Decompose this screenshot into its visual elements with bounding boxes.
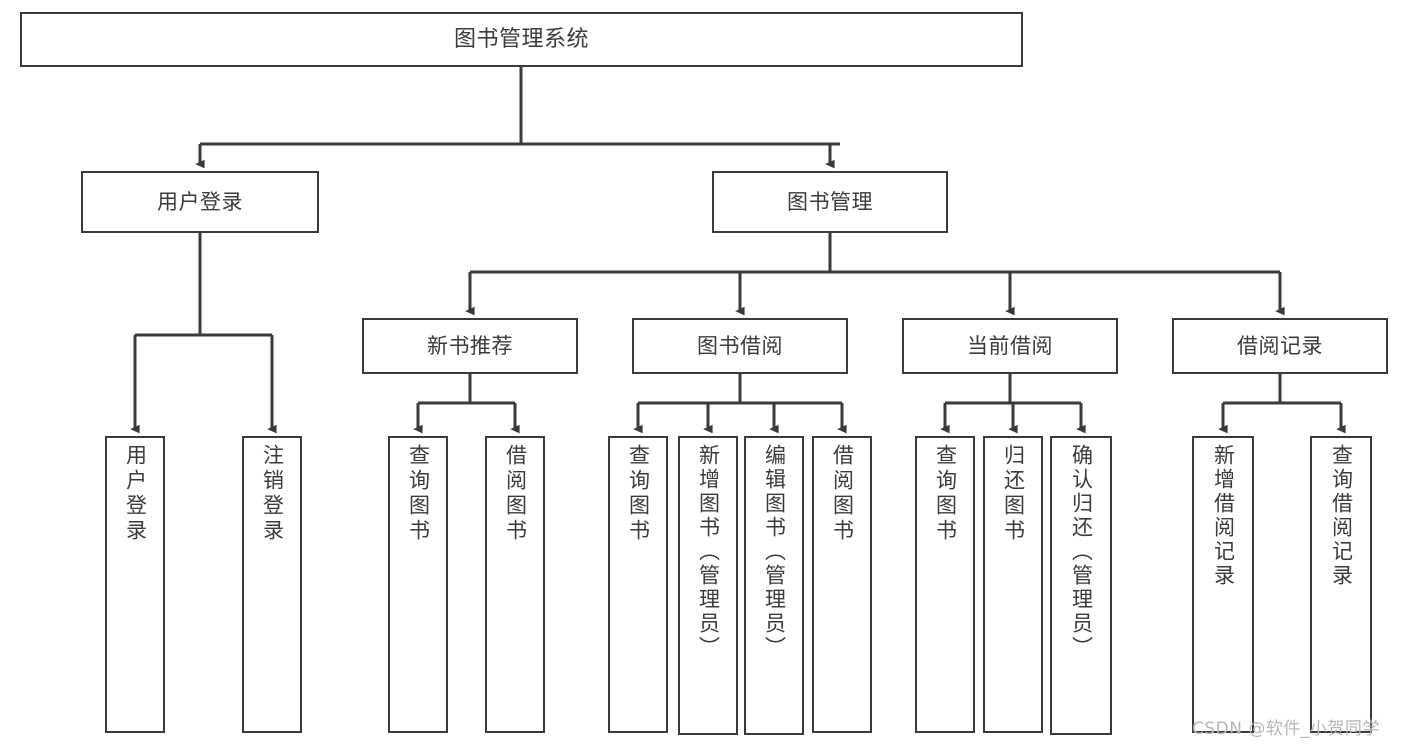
node-leaf-logout[interactable]: 注销登录 xyxy=(242,436,302,733)
node-leaf-confirm-return-admin[interactable]: 确认归还（管理员） xyxy=(1050,436,1112,735)
node-book-borrow[interactable]: 图书借阅 xyxy=(632,318,848,374)
node-leaf-query-book-recommend[interactable]: 查询图书 xyxy=(388,436,448,733)
node-leaf-user-login[interactable]: 用户登录 xyxy=(105,436,165,733)
node-root-book-management-system[interactable]: 图书管理系统 xyxy=(20,12,1023,67)
node-label: 借阅记录 xyxy=(1237,333,1323,358)
node-label: 查询图书 xyxy=(626,444,651,544)
node-leaf-edit-book-admin[interactable]: 编辑图书（管理员） xyxy=(744,436,804,735)
node-label: 新增借阅记录 xyxy=(1211,444,1236,588)
node-user-login[interactable]: 用户登录 xyxy=(81,171,319,233)
node-leaf-add-borrow-record[interactable]: 新增借阅记录 xyxy=(1192,436,1254,733)
node-label: 图书借阅 xyxy=(697,333,783,358)
node-label: 新增图书（管理员） xyxy=(696,444,721,660)
node-leaf-query-borrow-record[interactable]: 查询借阅记录 xyxy=(1310,436,1372,733)
node-label: 归还图书 xyxy=(1001,444,1026,544)
node-label: 图书管理 xyxy=(787,189,873,214)
node-label: 注销登录 xyxy=(260,444,285,544)
node-label: 用户登录 xyxy=(157,189,243,214)
node-label: 查询借阅记录 xyxy=(1329,444,1354,588)
node-leaf-add-book-admin[interactable]: 新增图书（管理员） xyxy=(678,436,738,735)
node-leaf-borrow-book[interactable]: 借阅图书 xyxy=(812,436,872,733)
node-borrow-record[interactable]: 借阅记录 xyxy=(1172,318,1388,374)
node-label: 新书推荐 xyxy=(427,333,513,358)
node-leaf-query-book-borrow[interactable]: 查询图书 xyxy=(608,436,668,733)
node-book-management[interactable]: 图书管理 xyxy=(712,171,948,233)
node-label: 编辑图书（管理员） xyxy=(762,444,787,660)
node-new-book-recommend[interactable]: 新书推荐 xyxy=(362,318,578,374)
node-label: 查询图书 xyxy=(406,444,431,544)
node-leaf-return-book[interactable]: 归还图书 xyxy=(983,436,1043,733)
node-label: 确认归还（管理员） xyxy=(1069,444,1094,660)
node-label: 查询图书 xyxy=(933,444,958,544)
node-label: 图书管理系统 xyxy=(453,26,589,52)
csdn-watermark: CSDN @软件_小贺同学 xyxy=(1192,719,1380,739)
node-leaf-query-book-current[interactable]: 查询图书 xyxy=(915,436,975,733)
node-leaf-borrow-book-recommend[interactable]: 借阅图书 xyxy=(485,436,545,733)
node-current-borrow[interactable]: 当前借阅 xyxy=(902,318,1118,374)
node-label: 借阅图书 xyxy=(503,444,528,544)
node-label: 用户登录 xyxy=(123,444,148,544)
node-label: 借阅图书 xyxy=(830,444,855,544)
node-label: 当前借阅 xyxy=(967,333,1053,358)
